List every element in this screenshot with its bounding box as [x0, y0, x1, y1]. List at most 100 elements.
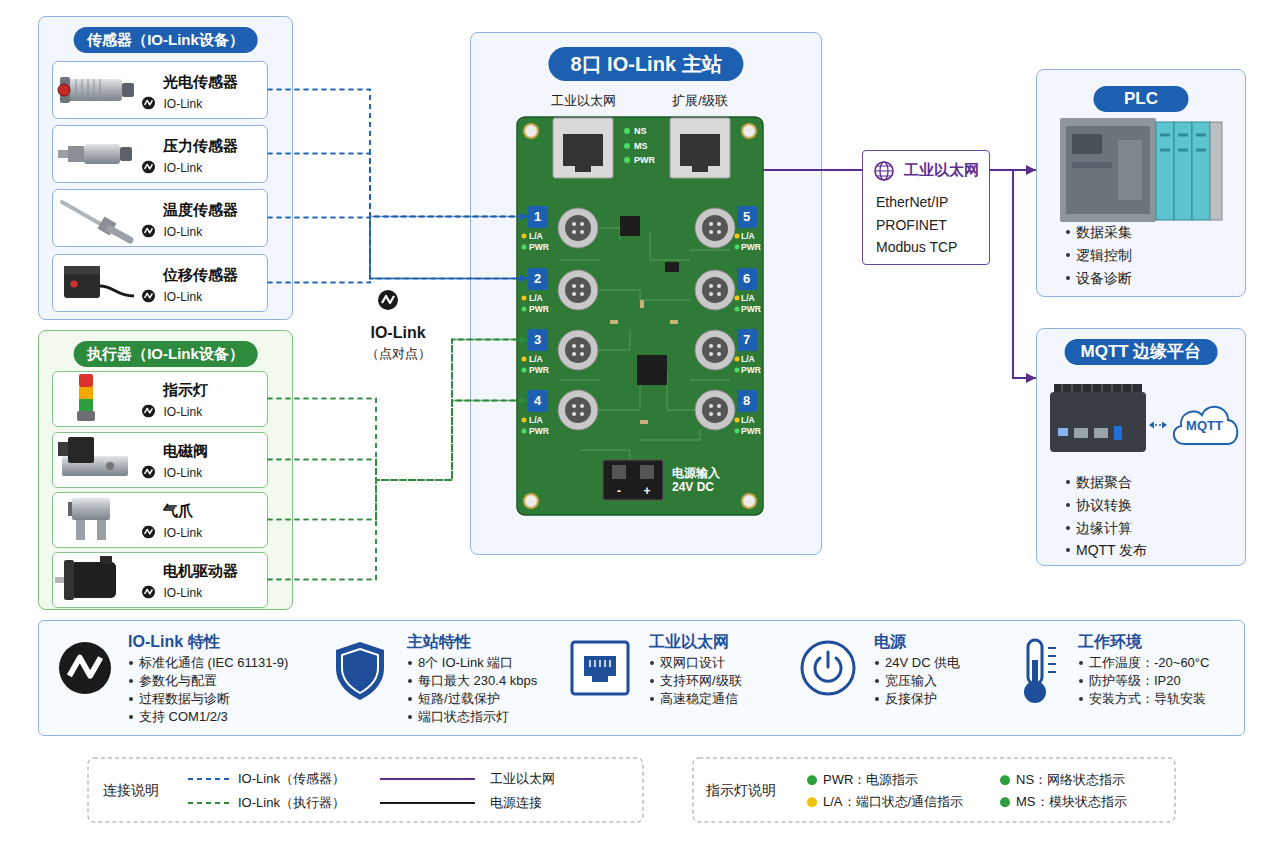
feature-icon — [572, 642, 628, 694]
feature-icon — [584, 656, 616, 682]
port-number: 6 — [737, 268, 757, 290]
port-number: 1 — [528, 206, 548, 228]
led-label: L/A — [529, 415, 543, 425]
actuator-picture — [55, 374, 128, 600]
legend-item: IO-Link（执行器） — [238, 795, 345, 811]
edge-device-picture — [1149, 422, 1167, 429]
ethernet-line — [763, 169, 822, 171]
plc-picture — [1160, 135, 1206, 150]
port-number: 4 — [528, 390, 548, 412]
ethernet-connector — [822, 169, 862, 171]
pcb-board — [640, 420, 648, 424]
plc-picture — [1174, 122, 1192, 220]
sensor-box: 光电传感器IO-Link — [52, 61, 268, 119]
actuator-box: 电磁阀IO-Link — [52, 432, 268, 488]
actuator-picture — [58, 442, 68, 456]
device-name: 气爪 — [163, 502, 193, 520]
power-connector — [603, 460, 663, 500]
edge-device-picture — [1074, 428, 1088, 438]
io-link-connector — [268, 90, 528, 279]
sensor-picture — [100, 286, 134, 296]
sensor-picture — [58, 84, 70, 96]
port-caption: 工业以太网 — [551, 93, 616, 109]
m12-connector — [702, 337, 728, 363]
io-link-connector — [268, 340, 528, 481]
m12-connector — [565, 337, 591, 363]
feature-item: 宽压输入 — [885, 673, 937, 689]
sensor-picture — [64, 266, 100, 298]
port-led — [522, 234, 527, 239]
actuator-box: 电机驱动器IO-Link — [52, 552, 268, 608]
pcb-board — [575, 166, 591, 172]
port-number: 1 — [528, 206, 548, 228]
pcb-board — [517, 117, 763, 515]
pcb-board — [620, 216, 640, 236]
legend-swatch — [807, 797, 817, 807]
io-link-icon — [142, 225, 155, 238]
panel-title: MQTT 边缘平台 — [1065, 339, 1218, 365]
pcb-board — [624, 157, 630, 163]
m12-connector — [565, 215, 591, 241]
legend-item: MS：模块状态指示 — [1000, 794, 1127, 810]
m12-connector — [558, 270, 598, 310]
feature-item: 工作温度：-20~60°C — [1089, 655, 1209, 671]
m12-connector — [558, 208, 598, 248]
sensor-picture — [68, 146, 84, 162]
link-caption: IO-Link — [370, 323, 425, 342]
protocol-tag: IO-Link — [164, 225, 203, 239]
m12-connector — [558, 390, 598, 430]
m12-connector — [695, 390, 735, 430]
bullet-item: 协议转换 — [1076, 497, 1132, 514]
sensor-box: 压力传感器IO-Link — [52, 125, 268, 183]
io-link-connector — [268, 340, 528, 481]
ethernet-connector — [990, 170, 1036, 378]
pcb-board — [670, 118, 730, 178]
protocol-tag: IO-Link — [164, 466, 203, 480]
led-label: L/A — [741, 415, 755, 425]
legend-frame — [380, 802, 475, 804]
actuator-picture — [70, 562, 116, 598]
legend-item: 工业以太网 — [490, 771, 555, 787]
port-led — [522, 429, 527, 434]
io-link-connector — [268, 154, 528, 217]
bullet-item: 边缘计算 — [1076, 520, 1132, 537]
port-led — [735, 245, 740, 250]
led-label: L/A — [529, 354, 543, 364]
plc-picture — [1060, 118, 1222, 222]
bullet-item: 数据聚合 — [1076, 474, 1132, 491]
feature-icon — [59, 642, 111, 694]
legend-text: 电源连接 — [490, 795, 542, 811]
protocol-tag: IO-Link — [164, 161, 203, 175]
ethernet-connector — [990, 169, 1036, 171]
pcb-board — [665, 262, 679, 272]
port-led — [522, 234, 740, 434]
feature-item: 双网口设计 — [660, 655, 725, 671]
led-label: L/A — [529, 231, 543, 241]
globe-icon — [880, 162, 888, 180]
led-label: L/A — [741, 354, 755, 364]
legend-item: IO-Link（传感器） — [238, 771, 345, 787]
port-led — [522, 357, 527, 362]
led-label: MS — [634, 141, 648, 152]
sensor-picture — [120, 147, 132, 161]
feature-item: 24V DC 供电 — [885, 655, 960, 671]
mqtt-panel: MQTTMQTT 边缘平台数据聚合协议转换边缘计算MQTT 发布 — [1036, 328, 1246, 566]
actuator-picture — [79, 399, 93, 411]
pcb-board — [624, 128, 630, 134]
legend-swatch — [807, 775, 817, 785]
led-label: NS — [634, 126, 647, 137]
mqtt-cloud: MQTT — [1168, 398, 1242, 450]
led-label: PWR — [741, 426, 761, 436]
device-name: 位移传感器 — [163, 266, 238, 284]
legend-text: MS：模块状态指示 — [1016, 794, 1127, 810]
io-link-connector — [268, 217, 528, 283]
plc-picture — [1060, 118, 1156, 222]
io-link-icon — [142, 97, 398, 599]
feature-icon — [590, 660, 610, 667]
globe-icon — [875, 166, 893, 176]
bullet-item: 设备诊断 — [1076, 270, 1132, 287]
m12-connector — [574, 224, 719, 414]
legend-frame — [188, 778, 230, 780]
sensor-picture — [58, 150, 68, 158]
